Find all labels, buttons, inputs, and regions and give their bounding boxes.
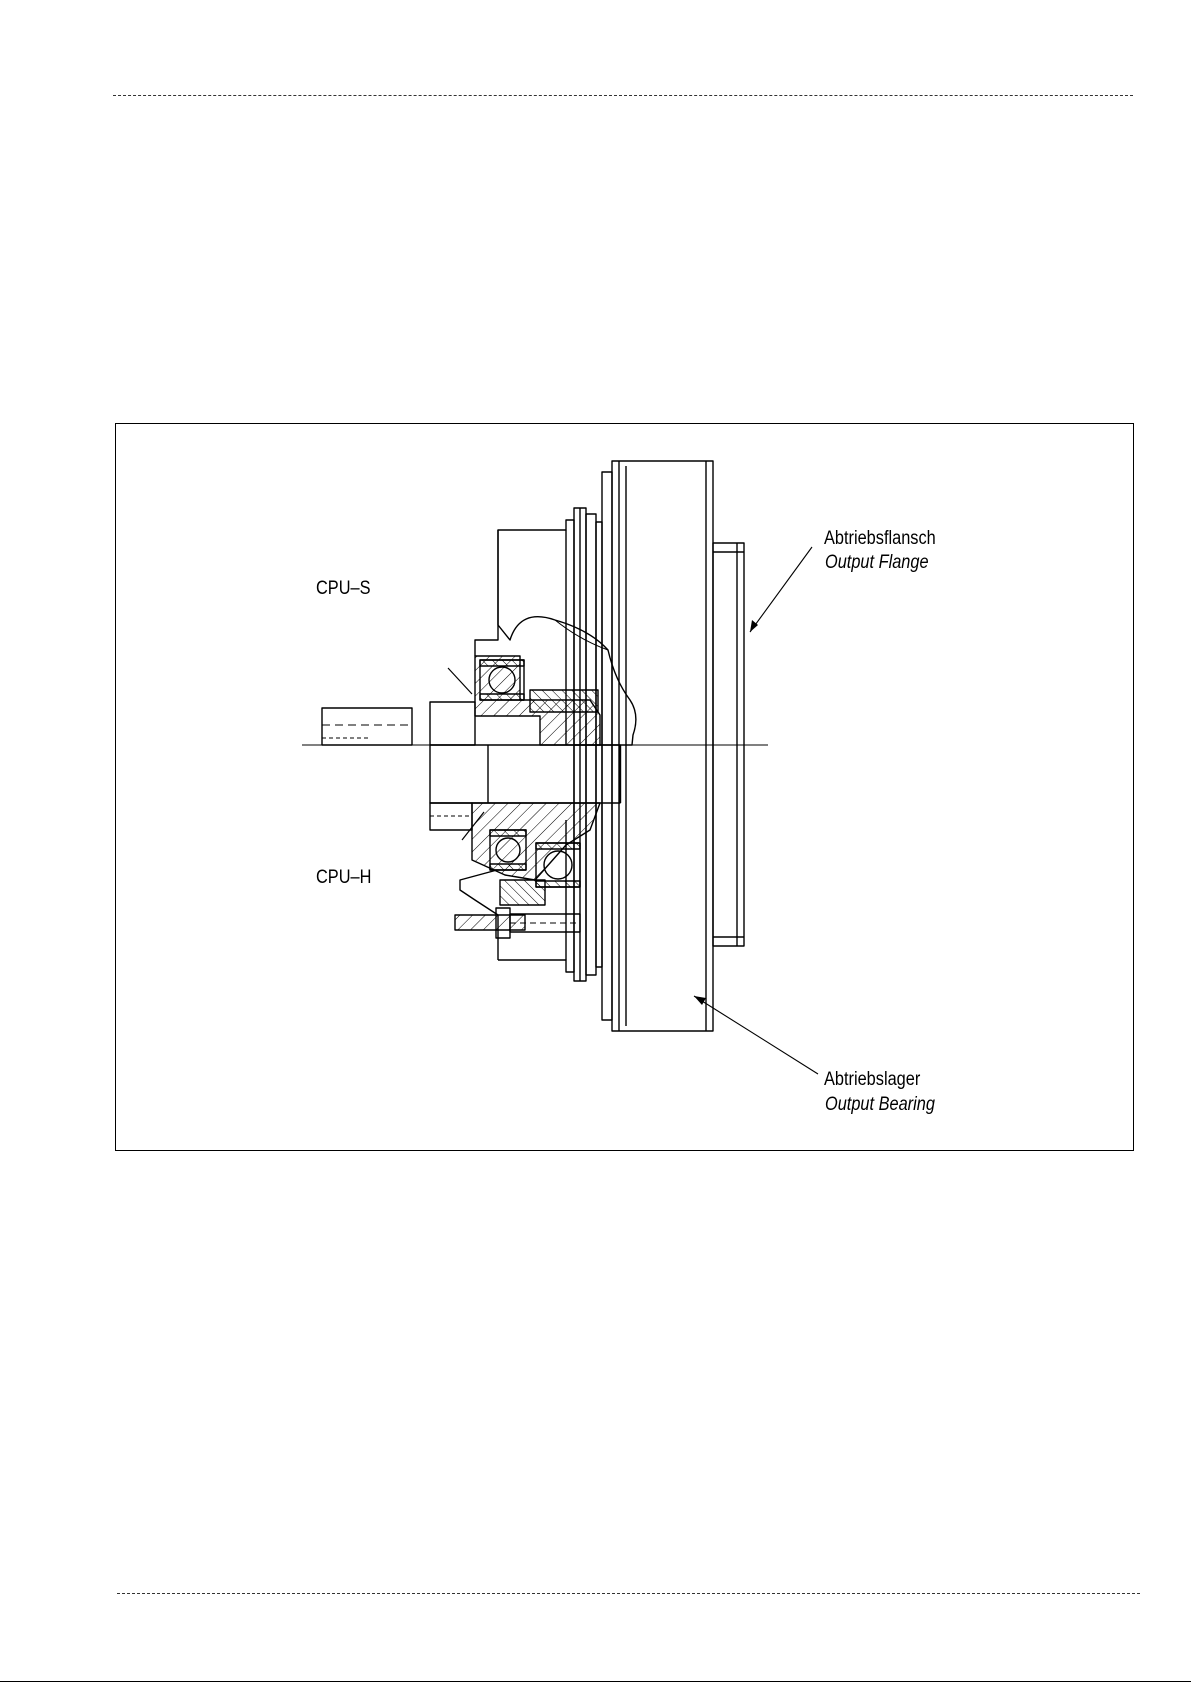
variant-label-cpu-h: CPU–H <box>316 866 371 890</box>
callout-output-flange-en: Output Flange <box>825 551 929 575</box>
callout-output-bearing-de: Abtriebslager <box>824 1068 920 1092</box>
page-bottom-edge <box>0 1681 1191 1682</box>
footer-dashed-rule <box>117 1593 1140 1594</box>
output-bearing-body <box>602 461 713 1031</box>
leader-output-flange <box>750 547 812 632</box>
variant-label-cpu-s: CPU–S <box>316 577 370 601</box>
callout-output-flange-de: Abtriebsflansch <box>824 527 936 551</box>
inner-arrow-upper <box>448 668 472 694</box>
leader-output-bearing <box>694 996 818 1074</box>
callout-output-bearing-en: Output Bearing <box>825 1093 935 1117</box>
